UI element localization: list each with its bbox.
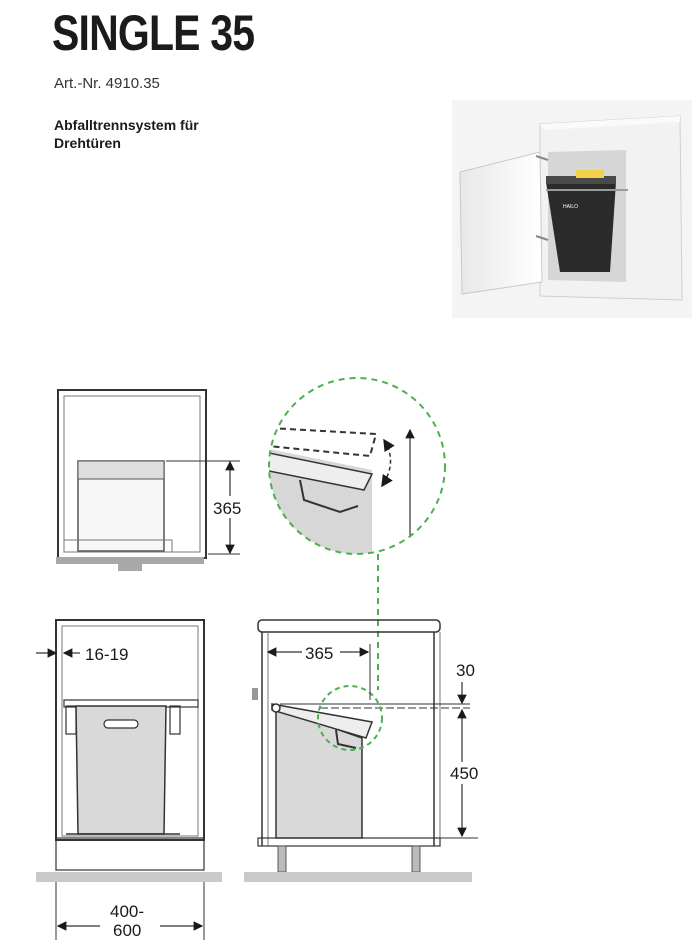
dim-side-450: 450 — [450, 764, 478, 783]
dim-side-30: 30 — [456, 661, 475, 680]
article-number: Art.-Nr. 4910.35 — [54, 75, 160, 92]
dim-front-16-19: 16-19 — [85, 645, 128, 664]
dim-side-365: 365 — [305, 644, 333, 663]
dim-top-view-365: 365 — [213, 499, 241, 518]
product-photo: HAILO — [452, 100, 692, 318]
photo-badge: HAILO — [563, 204, 578, 210]
product-description: Abfalltrennsystem für Drehtüren — [54, 117, 199, 151]
side-view-drawing: 365 30 450 — [244, 619, 484, 882]
top-view-drawing: 365 — [56, 389, 246, 571]
product-title: SINGLE 35 — [52, 5, 255, 61]
dim-front-400: 400- — [110, 902, 144, 921]
detail-circle — [268, 377, 446, 690]
dim-front-600: 600 — [113, 921, 141, 940]
front-view-drawing: 16-19 400- 600 — [36, 619, 222, 942]
